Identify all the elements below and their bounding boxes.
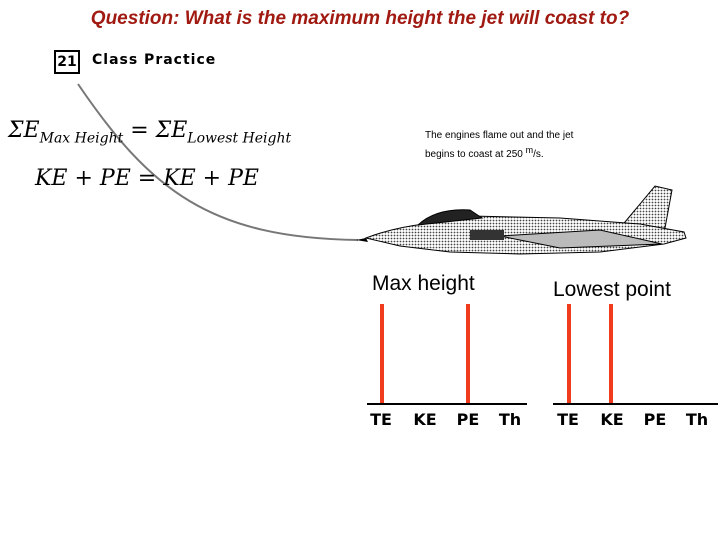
label-max-th: Th	[498, 410, 522, 429]
label-max-te: TE	[370, 410, 392, 429]
unit-denominator: /s.	[533, 149, 544, 160]
note-line2-text: begins to coast at 250	[425, 149, 526, 160]
question-title: Question: What is the maximum height the…	[90, 8, 630, 29]
energy-equation: ΣEMax Height = ΣELowest Height	[8, 118, 291, 146]
bar-low-te	[567, 304, 571, 403]
label-low-te: TE	[557, 410, 579, 429]
axis-max-height	[367, 403, 527, 405]
label-low-ke: KE	[600, 410, 624, 429]
equation-rhs-subscript: Lowest Height	[187, 130, 292, 147]
label-low-th: Th	[685, 410, 709, 429]
bar-max-te	[380, 304, 384, 403]
bar-max-pe	[466, 304, 470, 403]
problem-note-line2: begins to coast at 250 m/s.	[425, 145, 544, 160]
chart-title-max-height: Max height	[372, 272, 475, 295]
problem-note-line1: The engines flame out and the jet	[425, 130, 574, 141]
ke-pe-equation: KE + PE = KE + PE	[35, 166, 259, 191]
label-max-pe: PE	[456, 410, 480, 429]
axis-lowest-point	[553, 403, 718, 405]
label-max-ke: KE	[413, 410, 437, 429]
bar-low-ke	[609, 304, 613, 403]
equation-lhs-subscript: Max Height	[39, 130, 124, 147]
equation-lhs: ΣE	[8, 118, 40, 143]
label-low-pe: PE	[643, 410, 667, 429]
chart-title-lowest-point: Lowest point	[553, 278, 671, 301]
unit-numerator: m	[525, 145, 534, 155]
slide-number-box: 21	[54, 50, 80, 74]
section-title: Class Practice	[92, 52, 217, 68]
equation-middle: = ΣE	[123, 118, 188, 143]
